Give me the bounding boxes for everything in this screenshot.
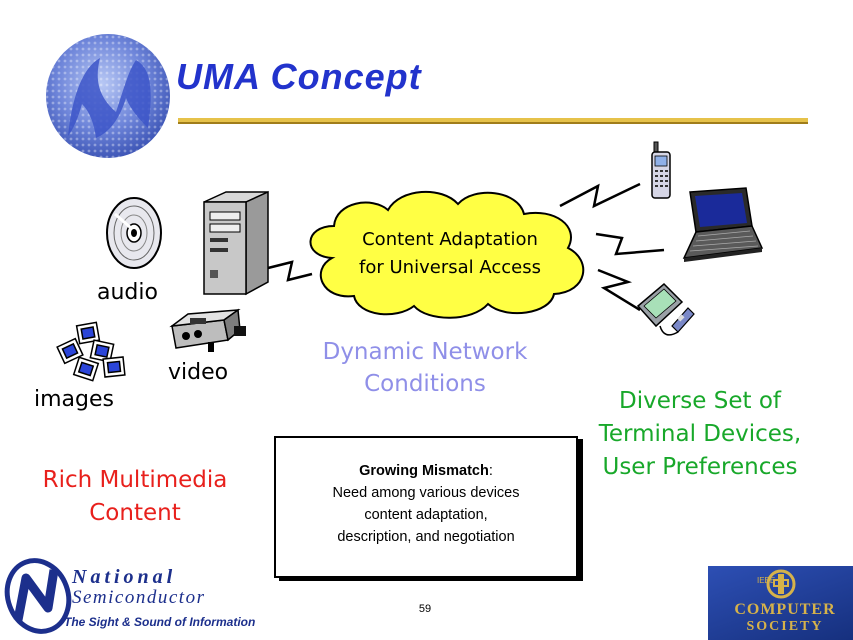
tower-to-cloud-link xyxy=(267,260,313,282)
video-projector-icon xyxy=(169,308,246,352)
pda-link-bolt xyxy=(597,268,641,312)
video-label: video xyxy=(168,360,229,385)
cd-disc-icon xyxy=(106,197,162,269)
cloud-line-1: Content Adaptation xyxy=(362,229,538,250)
pda-device-icon xyxy=(636,282,695,336)
dynamic-network-caption: Dynamic Network Conditions xyxy=(300,336,550,400)
computer-society-ieee: IEEE xyxy=(757,576,776,585)
diverse-devices-caption: Diverse Set of Terminal Devices, User Pr… xyxy=(575,385,825,484)
image-slides-icon xyxy=(56,321,126,382)
national-logo-name: National xyxy=(72,566,177,588)
cloud-line-2: for Universal Access xyxy=(359,257,541,278)
images-label: images xyxy=(34,387,114,412)
page-number: 59 xyxy=(418,603,432,615)
rich-line-2: Content xyxy=(89,500,181,526)
national-globe-logo xyxy=(46,34,170,158)
national-logo-subname: Semiconductor xyxy=(72,587,206,608)
desktop-tower-icon xyxy=(203,190,269,296)
laptop-link-bolt xyxy=(595,232,665,256)
adaptation-cloud xyxy=(309,191,585,319)
devices-line-1: Diverse Set of xyxy=(618,388,781,414)
national-semiconductor-logo-icon xyxy=(4,558,72,634)
cloud-caption: Content Adaptation for Universal Access xyxy=(318,226,582,282)
mismatch-line-3: description, and negotiation xyxy=(337,529,515,545)
title-divider xyxy=(178,118,808,124)
computer-society-line-1: COMPUTER xyxy=(734,601,836,618)
computer-society-emblem-icon xyxy=(766,569,796,599)
phone-link-bolt xyxy=(559,182,641,209)
mismatch-heading-suffix: : xyxy=(488,463,493,479)
growing-mismatch-box: Growing Mismatch: Need among various dev… xyxy=(274,436,578,578)
devices-line-2: Terminal Devices, xyxy=(598,421,802,447)
mismatch-heading-line: Growing Mismatch: xyxy=(276,460,576,482)
mismatch-line-1: Need among various devices xyxy=(332,485,520,501)
network-line-1: Dynamic Network xyxy=(322,339,528,365)
mismatch-line-2: content adaptation, xyxy=(364,507,488,523)
slide-title: UMA Concept xyxy=(176,56,422,97)
devices-line-3: User Preferences xyxy=(602,454,798,480)
computer-society-line-2: SOCIETY xyxy=(746,619,824,634)
rich-line-1: Rich Multimedia xyxy=(42,467,228,493)
audio-label: audio xyxy=(97,280,158,305)
rich-multimedia-caption: Rich Multimedia Content xyxy=(30,464,240,530)
mismatch-heading: Growing Mismatch xyxy=(359,463,489,479)
mobile-phone-icon xyxy=(651,141,671,199)
network-line-2: Conditions xyxy=(364,371,486,397)
national-logo-tagline: The Sight & Sound of Information xyxy=(64,615,256,629)
laptop-icon xyxy=(682,187,764,262)
